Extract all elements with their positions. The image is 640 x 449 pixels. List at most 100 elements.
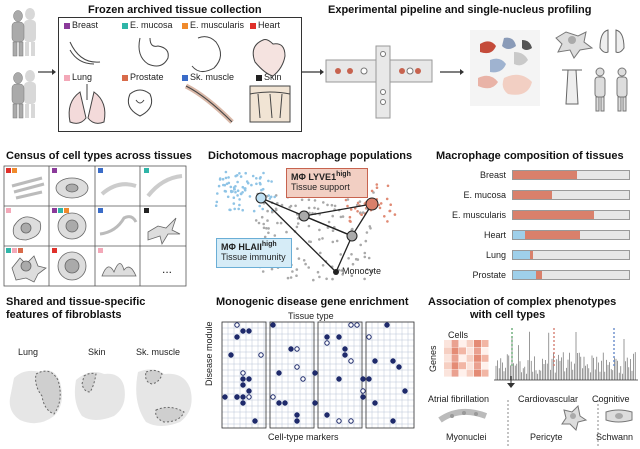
microfluidic-chip-icon (325, 45, 433, 119)
heatmap-cell (444, 347, 451, 355)
scatter-dot (359, 243, 362, 247)
heatmap-cell (474, 354, 481, 362)
genes-label: Genes (428, 345, 438, 372)
scatter-dot (267, 227, 270, 230)
scatter-dot (304, 262, 307, 266)
scatter-dot (245, 180, 249, 183)
monogenic-title: Monogenic disease gene enrichment (216, 296, 409, 308)
tissue-color-skmuscle (182, 74, 188, 81)
human-silhouettes-icon (11, 8, 36, 119)
scatter-dot (216, 192, 219, 195)
scatter-dot (296, 247, 299, 250)
tissue-label-breast: Breast (72, 20, 99, 30)
tissue-color-emuscularis (182, 22, 188, 29)
scatter-dot (294, 204, 297, 208)
scatter-dot (258, 181, 262, 185)
scatter-dot (363, 277, 366, 281)
enrichment-dot (246, 388, 252, 394)
fibro-label-skmuscle: Sk. muscle (136, 347, 181, 357)
scatter-dot (356, 210, 359, 213)
enrichment-dot (240, 394, 246, 400)
heatmap-cell (481, 340, 489, 347)
heatmap-cell (466, 362, 474, 370)
composition-bar (512, 230, 630, 240)
composition-bar-salmon (513, 191, 553, 199)
enrichment-dot (390, 418, 396, 424)
tissue-color-emucosa (122, 22, 128, 29)
enrichment-dot (354, 322, 360, 328)
monocyte-label: Monocyte (342, 266, 382, 276)
enrichment-dot (402, 388, 408, 394)
enrichment-matrix (221, 321, 415, 429)
scatter-dot (378, 206, 382, 210)
hla-sup: high (261, 241, 277, 248)
composition-bar-blue (513, 271, 537, 279)
scatter-dot (227, 181, 231, 185)
enrichment-dot (222, 394, 228, 400)
scatter-dot (340, 269, 343, 272)
composition-bar-blue (513, 251, 531, 259)
heatmap-cell (451, 340, 459, 347)
scatter-dot (258, 177, 262, 180)
scatter-dot (233, 207, 236, 211)
scatter-dot (358, 200, 362, 203)
scatter-dot (238, 198, 241, 201)
enrichment-dot (240, 328, 246, 334)
enrichment-dot (294, 412, 300, 418)
heatmap-cell (474, 340, 481, 347)
scatter-dot (266, 209, 269, 213)
scatter-dot (360, 213, 363, 216)
scatter-dot (385, 197, 389, 201)
scatter-dot (223, 183, 227, 187)
scatter-dot (327, 220, 331, 224)
scatter-dot (318, 228, 321, 232)
phenotype-cognitive: Cognitive (592, 394, 630, 404)
heatmap-cell (444, 362, 451, 370)
scatter-dot (359, 211, 362, 214)
scatter-dot (312, 278, 315, 282)
arrow-to-profiling-icon (440, 69, 464, 75)
scatter-dot (326, 203, 329, 207)
scatter-dot (361, 211, 365, 214)
enrichment-dot (336, 418, 342, 424)
monogenic-top-label: Tissue type (288, 311, 334, 321)
enrichment-dot (240, 370, 246, 376)
scatter-dot (350, 274, 354, 277)
scatter-dot (244, 187, 247, 190)
composition-row-label: Lung (485, 250, 506, 260)
scatter-dot (237, 207, 240, 211)
association-arrow-icon (507, 376, 515, 388)
enrichment-dot (246, 394, 252, 400)
scatter-dot (307, 198, 311, 202)
scatter-dot (236, 194, 239, 197)
heatmap-cell (459, 362, 466, 370)
scatter-dot (231, 190, 234, 193)
scatter-dot (331, 277, 334, 281)
composition-bar-blue (513, 231, 525, 239)
arrow-to-collection-icon (38, 69, 56, 75)
enrichment-dot (234, 394, 240, 400)
monogenic-bottom-label: Cell-type markers (268, 432, 339, 442)
heatmap-cell (481, 369, 489, 377)
scatter-dot (302, 259, 306, 262)
scatter-dot (383, 215, 386, 218)
scatter-dot (269, 195, 273, 199)
scatter-dot (289, 276, 293, 279)
enrichment-dot (300, 376, 306, 382)
gene-cell-heatmap (444, 340, 489, 377)
scatter-dot (375, 186, 379, 189)
composition-bar (512, 210, 630, 220)
hla-desc: Tissue immunity (221, 252, 286, 262)
enrichment-dot (246, 328, 252, 334)
enrichment-dot (282, 400, 288, 406)
tissue-label-lung: Lung (72, 72, 93, 82)
lyve1-callout: MΦ LYVE1high Tissue support (286, 168, 368, 198)
enrichment-dot (240, 400, 246, 406)
scatter-dot (267, 231, 270, 235)
scatter-dot (233, 187, 236, 191)
scatter-dot (388, 209, 391, 213)
composition-bar (512, 190, 630, 200)
composition-title: Macrophage composition of tissues (436, 150, 624, 162)
fibro-label-skin: Skin (88, 347, 106, 357)
